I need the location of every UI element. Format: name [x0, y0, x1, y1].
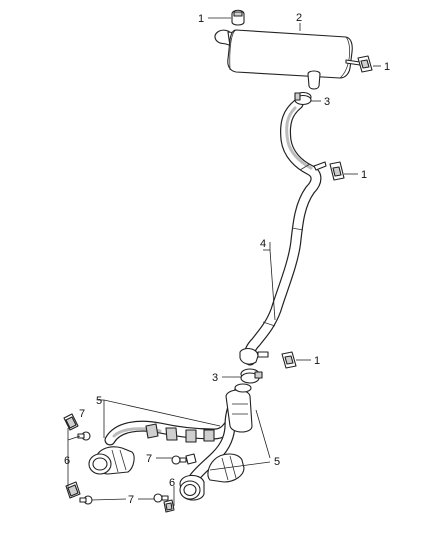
callout-6-oxygen-sensor-right: 6 [169, 477, 175, 489]
callout-7-stud-upper-left: 7 [79, 408, 85, 420]
isolator-right-lower [281, 351, 297, 369]
callout-4-exhaust-pipe: 4 [260, 238, 266, 250]
converter-assembly [88, 383, 253, 501]
callouts: 1 2 1 3 1 4 1 3 5 7 6 7 5 6 7 [64, 12, 390, 506]
leader-lines [67, 17, 381, 506]
callout-1-isolator-right-lower: 1 [314, 355, 320, 367]
callout-7-stud-lower: 7 [128, 494, 134, 506]
callout-5-converter-right: 5 [274, 456, 280, 468]
isolator-right-middle [329, 161, 345, 181]
callout-2-muffler: 2 [296, 12, 302, 24]
callout-7-stud-right: 7 [146, 453, 152, 465]
muffler [214, 29, 361, 90]
clamp-lower [240, 368, 263, 384]
stud-lower-right [153, 493, 169, 503]
stud-lower-left [79, 495, 93, 505]
callout-3-clamp-upper: 3 [324, 96, 330, 108]
callout-1-isolator-top: 1 [198, 13, 204, 25]
oxygen-sensor-right [163, 453, 197, 513]
clamp-upper [294, 91, 312, 106]
callout-5-converter-left: 5 [96, 395, 102, 407]
isolator-right-upper [357, 55, 373, 73]
oxygen-sensor-lower [65, 481, 81, 499]
callout-1-isolator-right-upper: 1 [384, 61, 390, 73]
stud-right [171, 455, 187, 465]
callout-3-clamp-lower: 3 [212, 372, 218, 384]
exhaust-pipe [239, 98, 327, 366]
oxygen-sensor-upper [63, 413, 79, 431]
callout-6-oxygen-sensor-left: 6 [64, 455, 70, 467]
callout-1-isolator-right-middle: 1 [361, 169, 367, 181]
isolator-top [231, 9, 245, 26]
